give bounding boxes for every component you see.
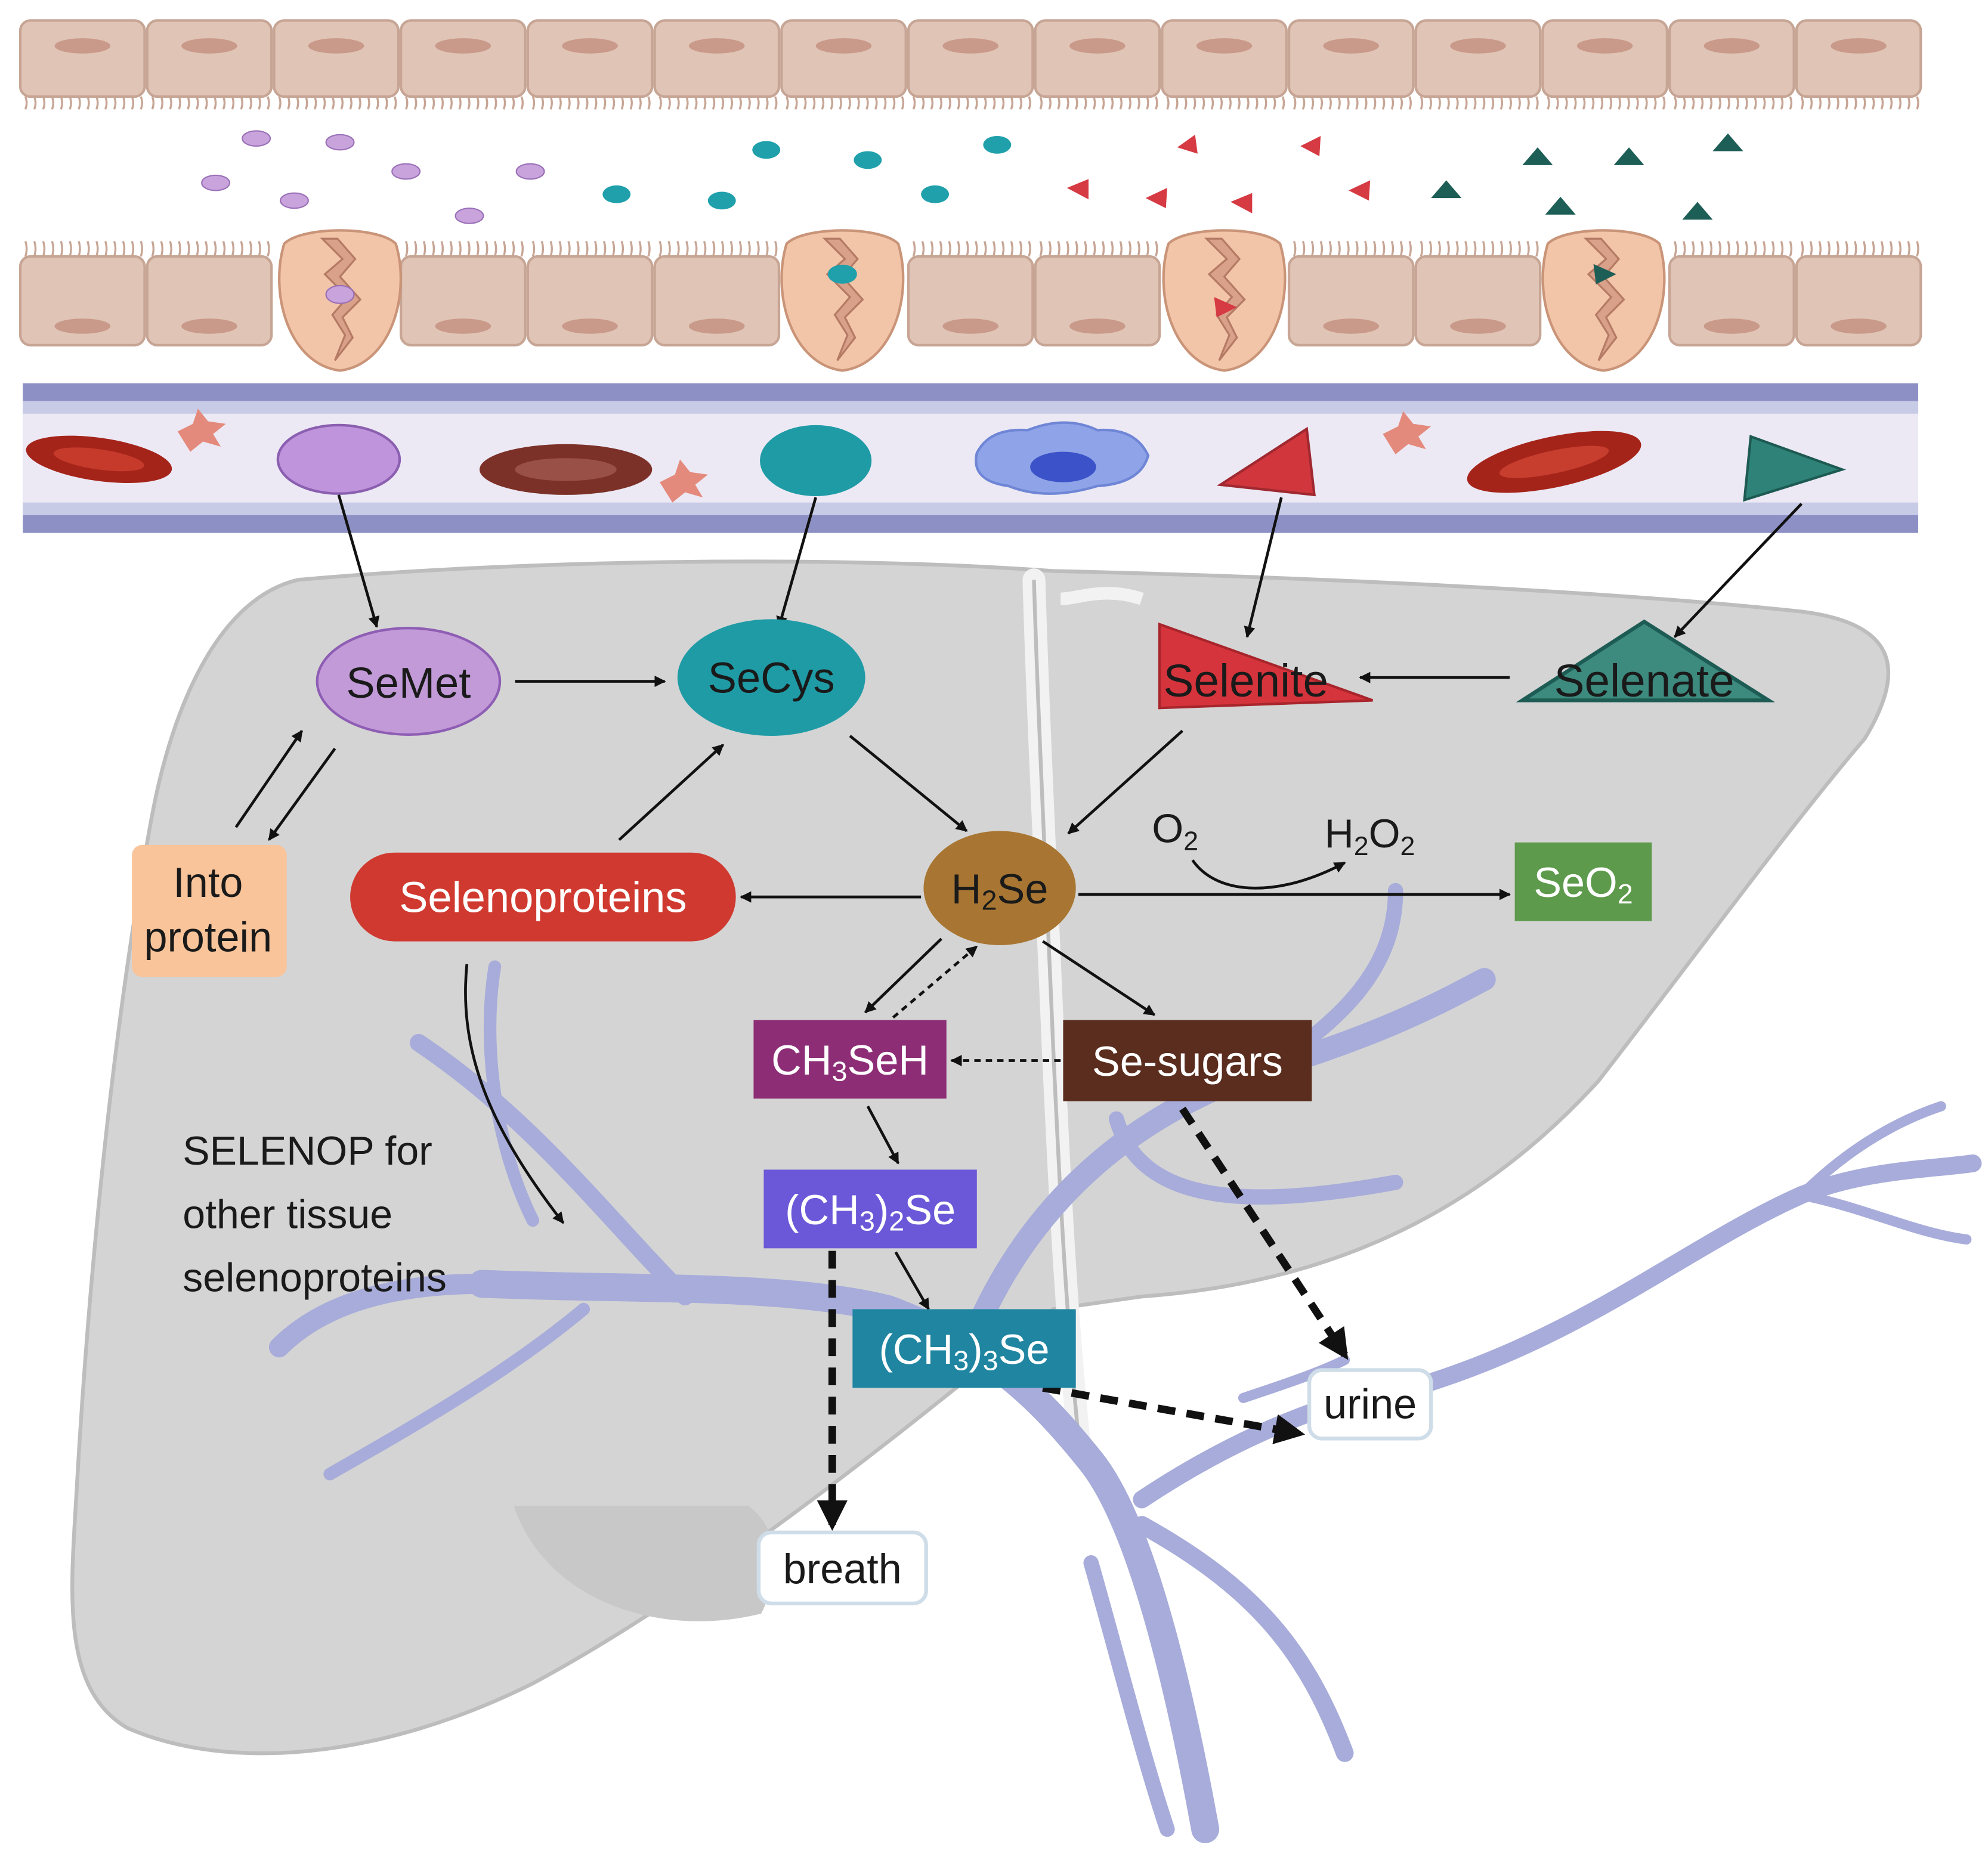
sesugars-node: Se-sugars xyxy=(1063,1020,1312,1101)
trimethylselenonium-label: (CH3)3Se xyxy=(879,1326,1049,1376)
trimethylselenonium-node: (CH3)3Se xyxy=(852,1309,1076,1388)
blood-particles xyxy=(276,423,1847,502)
selenoproteins-label: Selenoproteins xyxy=(399,874,687,922)
urine-node: urine xyxy=(1307,1368,1433,1441)
sesugars-label: Se-sugars xyxy=(1092,1038,1283,1085)
selenop-note: SELENOP for other tissue selenoproteins xyxy=(183,1128,447,1301)
selenop-line2: other tissue xyxy=(183,1191,392,1237)
dimethylselenide-node: (CH3)2Se xyxy=(763,1169,977,1249)
selenite-label: Selenite xyxy=(1163,656,1328,707)
seo2-node: SeO2 xyxy=(1514,842,1652,921)
oxygen-labels: O2 H2O2 xyxy=(1152,806,1415,861)
into-protein-line2: protein xyxy=(144,914,273,961)
into-protein-node: Into protein xyxy=(132,844,287,977)
ch3seh-label: CH3SeH xyxy=(771,1036,929,1087)
h2o2-label: H2O2 xyxy=(1325,811,1415,861)
breath-label: breath xyxy=(783,1545,902,1592)
selenop-line3: selenoproteins xyxy=(183,1255,447,1301)
breath-node: breath xyxy=(756,1530,928,1606)
selenop-line1: SELENOP for xyxy=(183,1128,432,1174)
ch3seh-node: CH3SeH xyxy=(753,1020,947,1099)
urine-label: urine xyxy=(1324,1380,1417,1427)
dimethylselenide-label: (CH3)2Se xyxy=(785,1186,956,1237)
secys-node: SeCys xyxy=(677,619,865,736)
seo2-label: SeO2 xyxy=(1533,859,1633,909)
h2se-label: H2Se xyxy=(951,865,1049,916)
intestinal-epithelium-top xyxy=(18,19,1922,110)
o2-label: O2 xyxy=(1152,806,1198,856)
intestinal-epithelium-bottom xyxy=(18,229,1922,372)
selenite-node: Selenite xyxy=(1158,622,1374,710)
hepatic-vessels xyxy=(268,883,1982,1843)
excretion-arrows xyxy=(817,1106,1349,1531)
semet-label: SeMet xyxy=(346,660,471,707)
selenoproteins-node: Selenoproteins xyxy=(350,852,736,942)
lumen-particles xyxy=(201,130,1743,224)
into-protein-line1: Into xyxy=(173,859,243,906)
secys-label: SeCys xyxy=(708,655,835,702)
pathway-arrows xyxy=(234,494,1803,1311)
h2se-node: H2Se xyxy=(923,831,1076,945)
semet-node: SeMet xyxy=(316,627,502,736)
selenate-node: Selenate xyxy=(1516,619,1776,707)
selenate-label: Selenate xyxy=(1554,656,1734,707)
